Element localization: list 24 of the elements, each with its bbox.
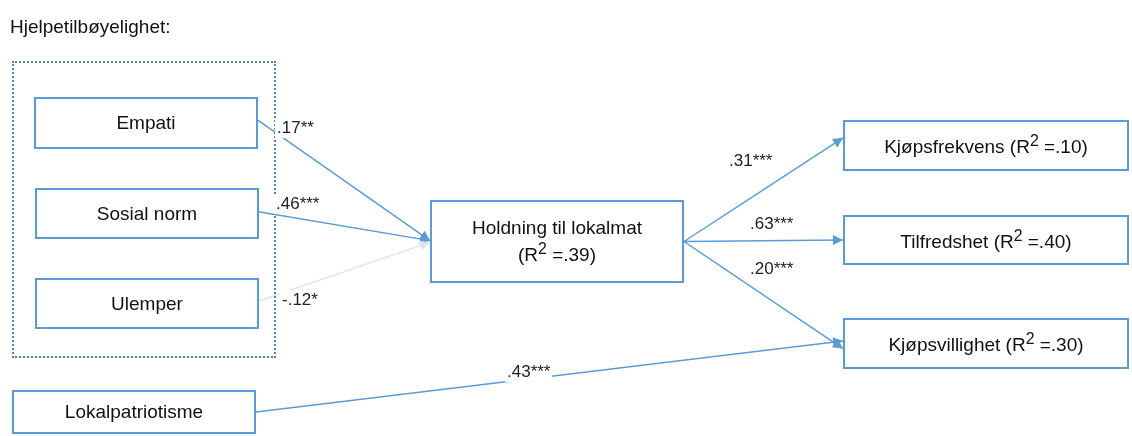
node-label: Ulemper <box>111 291 183 316</box>
arrow <box>683 240 844 350</box>
node-label: Lokalpatriotisme <box>64 400 204 424</box>
node-label: Tilfredshet (R$^{2}$ =.40) <box>900 225 1072 255</box>
arrow <box>683 137 844 243</box>
construct-box <box>12 390 256 434</box>
group-heading: Hjelpetilbøyelighet: <box>10 15 171 39</box>
edge-label: .43*** <box>505 362 553 382</box>
construct-box <box>843 120 1129 171</box>
arrow <box>683 235 844 246</box>
construct-box <box>843 318 1129 369</box>
node-label: Kjøpsvillighet (R$^{2}$ =.30) <box>888 329 1084 358</box>
construct-box <box>35 188 259 239</box>
edge-label: .46*** <box>274 194 322 214</box>
construct-box <box>35 278 259 329</box>
construct-box <box>34 97 258 149</box>
node-label: Kjøpsfrekvens (R$^{2}$ =.10) <box>884 131 1088 160</box>
node-label: Holdning til lokalmat (R$^{2}$ =.39) <box>471 215 643 268</box>
construct-box <box>430 200 684 283</box>
node-label: Empati <box>116 111 176 135</box>
edge-label: .17** <box>275 118 316 138</box>
arrow <box>255 337 844 413</box>
node-label: Sosial norm <box>96 201 198 226</box>
construct-box <box>843 215 1129 265</box>
